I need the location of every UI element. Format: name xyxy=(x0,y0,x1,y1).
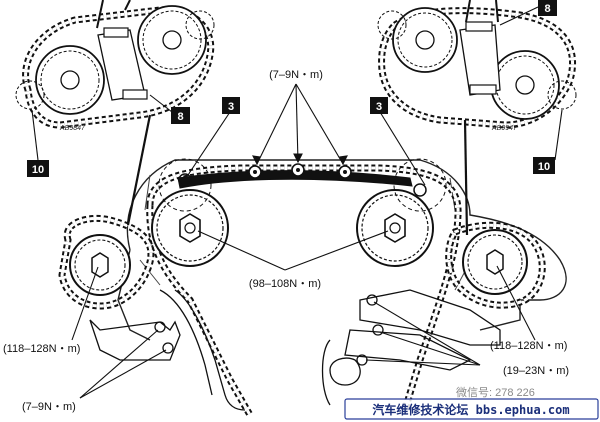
callout-badge-tr-10: 10 xyxy=(533,157,555,174)
svg-text:汽车维修技术论坛 bbs.ephua.com: 汽车维修技术论坛 bbs.ephua.com xyxy=(372,402,569,417)
svg-text:10: 10 xyxy=(32,164,44,176)
callout-badge-center-right-3: 3 xyxy=(370,97,388,114)
tensioner-left-detail xyxy=(158,158,212,212)
lower-left-guide xyxy=(89,289,246,411)
watermark-banner: 汽车维修技术论坛 bbs.ephua.com xyxy=(344,398,599,420)
inset-top-left xyxy=(15,0,215,226)
callout-badge-tl-8: 8 xyxy=(171,107,190,124)
part-code-right: AB9947 xyxy=(491,125,518,132)
sprocket-left-center xyxy=(151,189,229,267)
torque-right-bank-sprocket: (118–128N・m) xyxy=(490,340,567,352)
torque-left-bank-sprocket: (118–128N・m) xyxy=(3,343,80,355)
lower-right-tensioner xyxy=(321,289,501,406)
watermark-wechat: 微信号: 278 226 xyxy=(456,385,535,399)
leader-guide-bolts xyxy=(252,83,348,166)
sprocket-right-bank xyxy=(462,229,528,295)
svg-text:8: 8 xyxy=(544,3,550,15)
sprocket-left-bank xyxy=(69,234,131,296)
svg-text:10: 10 xyxy=(538,161,550,173)
engine-inner-outline xyxy=(139,174,471,291)
callout-badge-tl-10: 10 xyxy=(27,160,49,177)
svg-text:3: 3 xyxy=(376,101,382,113)
torque-lower-guide: (7–9N・m) xyxy=(22,401,76,413)
leader-tensioner-bolts xyxy=(365,301,481,366)
inset-top-right xyxy=(377,0,577,236)
svg-text:3: 3 xyxy=(228,101,234,113)
sprocket-right-center xyxy=(356,189,434,267)
leader-3-left xyxy=(185,111,231,179)
tensioner-right-detail xyxy=(393,158,447,212)
svg-text:8: 8 xyxy=(177,111,183,123)
leader-camshaft-sprockets xyxy=(197,230,389,271)
guide-bolts xyxy=(248,163,352,179)
torque-guide-bolts: (7–9N・m) xyxy=(269,69,323,81)
part-code-left: AB9847 xyxy=(59,125,86,132)
leader-left-bank xyxy=(71,266,99,341)
upper-chain-guide xyxy=(177,170,413,189)
callout-badge-center-left-3: 3 xyxy=(222,97,240,114)
leader-3-right xyxy=(379,111,426,186)
callout-badge-tr-8: 8 xyxy=(538,0,557,16)
torque-tensioner-bolts: (19–23N・m) xyxy=(503,365,569,377)
torque-camshaft-sprockets: (98–108N・m) xyxy=(249,278,321,290)
leader-lower-guide xyxy=(79,329,167,399)
leader-right-bank xyxy=(496,265,536,341)
